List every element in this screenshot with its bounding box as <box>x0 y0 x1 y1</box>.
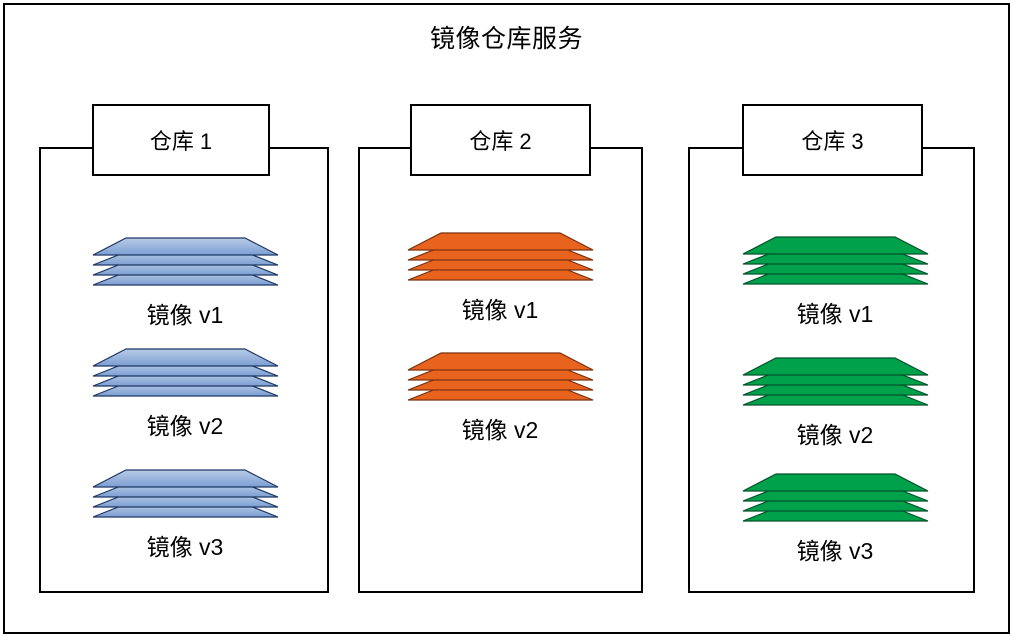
image-stack-repo2-v1[interactable]: 镜像 v1 <box>400 229 600 325</box>
layer-stack-icon <box>92 345 278 403</box>
image-caption: 镜像 v2 <box>796 422 874 448</box>
layer-stack-icon <box>742 354 928 412</box>
image-caption: 镜像 v2 <box>146 413 224 439</box>
layer-stack-icon <box>742 470 928 528</box>
layer-stack-icon <box>407 349 593 407</box>
image-caption: 镜像 v1 <box>146 302 224 328</box>
image-caption: 镜像 v3 <box>146 534 224 560</box>
layer-stack-icon <box>92 234 278 292</box>
image-stack-repo2-v2[interactable]: 镜像 v2 <box>400 349 600 445</box>
image-stack-repo3-v1[interactable]: 镜像 v1 <box>735 233 935 329</box>
image-stack-repo3-v3[interactable]: 镜像 v3 <box>735 470 935 566</box>
image-stack-repo1-v1[interactable]: 镜像 v1 <box>85 234 285 330</box>
repository-label-1-text: 仓库 1 <box>149 129 213 154</box>
image-caption: 镜像 v1 <box>461 297 539 323</box>
layer-stack-icon <box>742 233 928 291</box>
layer-stack-icon <box>407 229 593 287</box>
repository-label-2[interactable]: 仓库 2 <box>410 104 591 176</box>
layer-stack-icon <box>92 466 278 524</box>
repository-label-2-text: 仓库 2 <box>469 129 532 154</box>
image-stack-repo1-v3[interactable]: 镜像 v3 <box>85 466 285 562</box>
image-caption: 镜像 v2 <box>461 417 539 443</box>
image-stack-repo3-v2[interactable]: 镜像 v2 <box>735 354 935 450</box>
repository-label-1[interactable]: 仓库 1 <box>92 104 270 176</box>
repository-label-3[interactable]: 仓库 3 <box>742 104 923 176</box>
image-stack-repo1-v2[interactable]: 镜像 v2 <box>85 345 285 441</box>
image-caption: 镜像 v1 <box>796 301 874 327</box>
page-title: 镜像仓库服务 <box>429 25 583 53</box>
repository-label-3-text: 仓库 3 <box>801 129 864 154</box>
image-caption: 镜像 v3 <box>796 538 874 564</box>
